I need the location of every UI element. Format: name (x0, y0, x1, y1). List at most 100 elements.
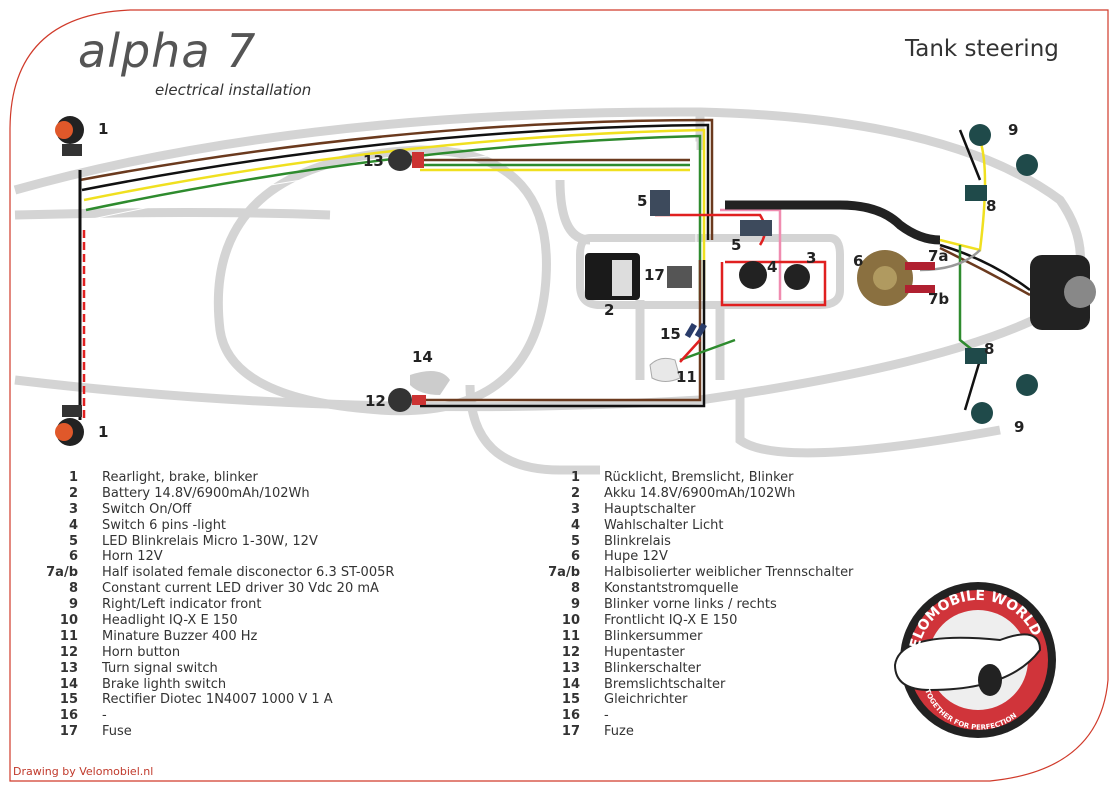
legend-number: 8 (570, 581, 580, 597)
callout-14: 14 (412, 348, 433, 366)
callout-5b: 5 (731, 236, 741, 254)
callout-7b: 7b (928, 290, 949, 308)
legend-text: Frontlicht IQ-X E 150 (604, 613, 738, 629)
callout-15: 15 (660, 325, 681, 343)
legend-text: Halbisolierter weiblicher Trennschalter (604, 565, 854, 581)
front-indicators (969, 124, 1038, 424)
legend-item: 3 Hauptschalter (532, 502, 853, 518)
rearlight-bottom (55, 405, 84, 446)
rearlight-top (55, 116, 84, 156)
legend-number: 12 (59, 644, 78, 660)
legend-number: 6 (570, 549, 580, 565)
legend-number: 5 (68, 533, 78, 549)
legend-text: Bremslichtschalter (604, 676, 726, 692)
legend-number: 9 (68, 597, 78, 613)
callout-9-top: 9 (1008, 121, 1018, 139)
legend-text: Horn 12V (102, 549, 163, 565)
legend-number: 4 (68, 517, 78, 533)
legend-text: Konstantstromquelle (604, 581, 739, 597)
legend-text: Hupe 12V (604, 549, 668, 565)
legend-number: 1 (68, 470, 78, 485)
legend-text: Gleichrichter (604, 692, 688, 708)
legend-text: Blinkrelais (604, 533, 671, 549)
legend-text: Hupentaster (604, 644, 685, 660)
callout-9-bottom: 9 (1014, 418, 1024, 436)
battery (585, 253, 640, 300)
legend-text: Brake lighth switch (102, 676, 227, 692)
legend-number: 6 (68, 549, 78, 565)
velomobile-world-badge: VELOMOBILE WORLD TOGETHER FOR PERFECTION (893, 582, 1056, 738)
alpha7-logo: alpha 7 (78, 24, 257, 78)
horn (857, 250, 935, 306)
legend-text: Hauptschalter (604, 501, 696, 517)
legend-number: 17 (561, 724, 580, 740)
legend-item: 6 Horn 12V (30, 549, 394, 565)
brake-light-switch (410, 371, 450, 395)
callout-2: 2 (604, 301, 614, 319)
blinker-relay (650, 190, 772, 236)
legend-number: 15 (59, 692, 78, 708)
legend-number: 3 (570, 501, 580, 517)
legend-number: 2 (570, 485, 580, 501)
legend-number: 15 (561, 692, 580, 708)
callout-11: 11 (676, 368, 697, 386)
legend-number: 13 (59, 660, 78, 676)
legend-number: 13 (561, 660, 580, 676)
callout-17: 17 (644, 266, 665, 284)
callout-6: 6 (853, 252, 863, 270)
legend-number: 8 (68, 581, 78, 597)
legend-item: 5 Blinkrelais (532, 534, 853, 550)
legend-number: 10 (59, 613, 78, 629)
legend-item: 1 Rearlight, brake, blinker (30, 470, 394, 486)
legend-text: Minature Buzzer 400 Hz (102, 628, 258, 644)
switch-on-off (784, 264, 810, 290)
legend-number: 17 (59, 724, 78, 740)
legend-item: 15 Rectifier Diotec 1N4007 1000 V 1 A (30, 692, 394, 708)
legend-text: Rectifier Diotec 1N4007 1000 V 1 A (102, 692, 333, 708)
legend-text: Akku 14.8V/6900mAh/102Wh (604, 485, 796, 501)
legend-text: Turn signal switch (102, 660, 218, 676)
legend-text: - (102, 708, 107, 724)
legend-text: Fuse (102, 724, 132, 740)
legend-item: 16 - (532, 708, 853, 724)
legend-item: 2 Akku 14.8V/6900mAh/102Wh (532, 486, 853, 502)
legend-item: 8 Konstantstromquelle (532, 581, 853, 597)
callout-4: 4 (767, 258, 777, 276)
legend-text: - (604, 708, 609, 724)
callout-8-top: 8 (986, 197, 996, 215)
legend-item: 15 Gleichrichter (532, 692, 853, 708)
legend-text: Fuze (604, 724, 634, 740)
legend-number: 1 (570, 470, 580, 485)
headlight (1030, 255, 1096, 330)
wires (78, 118, 1031, 420)
callout-5a: 5 (637, 192, 647, 210)
page-title: Tank steering (905, 36, 1059, 62)
legend-number: 5 (570, 533, 580, 549)
legend-text: Rearlight, brake, blinker (102, 470, 258, 485)
callout-3: 3 (806, 249, 816, 267)
legend-number: 16 (561, 708, 580, 724)
callout-1-top: 1 (98, 120, 108, 138)
legend-text: Half isolated female disconector 6.3 ST-… (102, 565, 395, 581)
legend-item: 17 Fuse (30, 724, 394, 740)
legend-number: 12 (561, 644, 580, 660)
page-frame (9, 9, 1109, 782)
legend-text: Horn button (102, 644, 181, 660)
rectifier (684, 322, 707, 339)
legend-item: 17 Fuze (532, 724, 853, 740)
legend-item: 16- (30, 708, 394, 724)
legend-text: Rücklicht, Bremslicht, Blinker (604, 470, 794, 485)
switch-6-pins (739, 261, 767, 289)
